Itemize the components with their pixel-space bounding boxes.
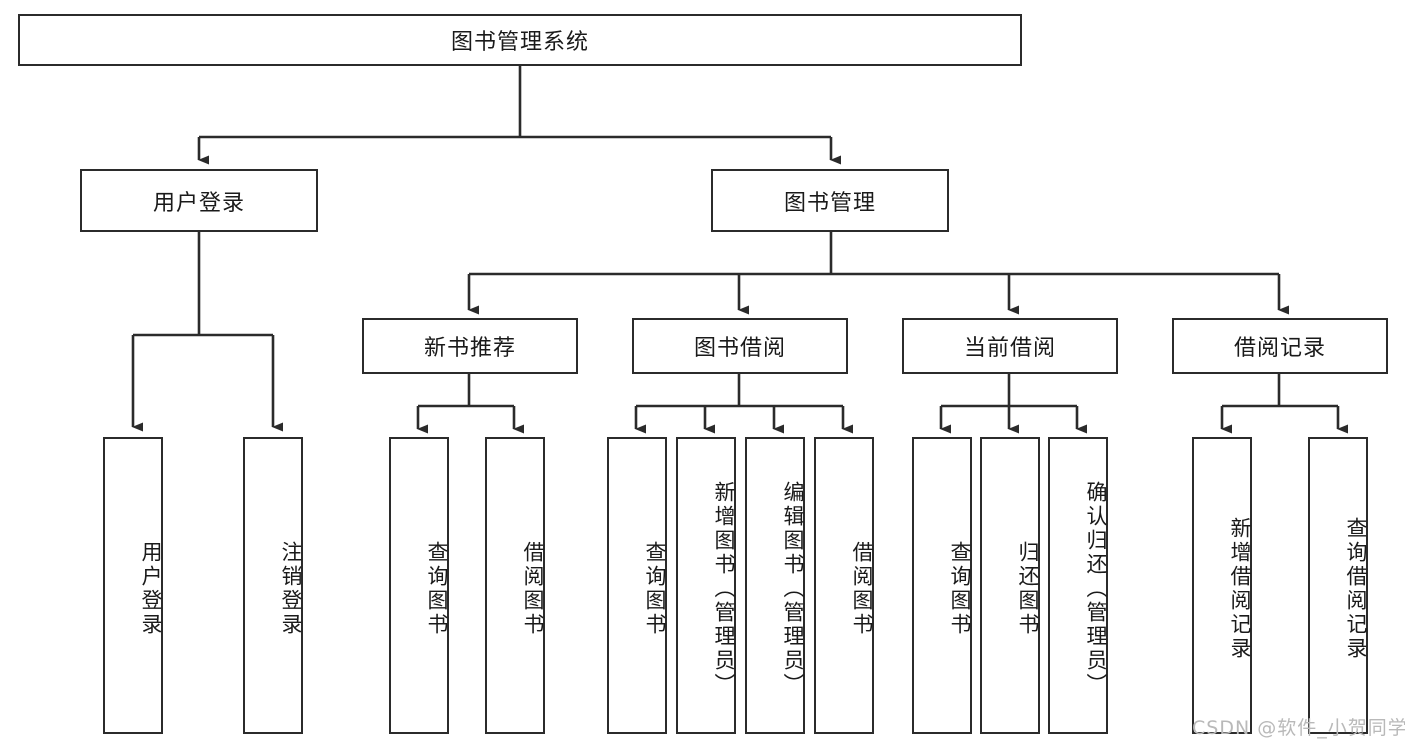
leaf-recommend-borrow-book[interactable]: 借阅图书: [485, 437, 545, 734]
leaf-record-add-record[interactable]: 新增借阅记录: [1192, 437, 1252, 734]
node-label: 查询图书: [425, 540, 449, 637]
leaf-user-login-logout[interactable]: 注销登录: [243, 437, 303, 734]
watermark: CSDN @软件_小贺同学: [1192, 717, 1405, 739]
leaf-current-query-book[interactable]: 查询图书: [912, 437, 972, 734]
node-label: 新增借阅记录: [1228, 516, 1252, 661]
node-root-system[interactable]: 图书管理系统: [18, 14, 1022, 66]
leaf-borrow-borrow-book[interactable]: 借阅图书: [814, 437, 874, 734]
node-label: 确认归还（管理员）: [1084, 480, 1108, 697]
node-label: 查询图书: [948, 540, 972, 637]
node-label: 图书管理系统: [450, 30, 589, 55]
leaf-user-login-login[interactable]: 用户登录: [103, 437, 163, 734]
leaf-borrow-add-book-admin[interactable]: 新增图书（管理员）: [676, 437, 736, 734]
node-label: 图书借阅: [693, 336, 786, 361]
leaf-record-query-record[interactable]: 查询借阅记录: [1308, 437, 1368, 734]
node-label: 注销登录: [279, 540, 303, 637]
node-book-borrow[interactable]: 图书借阅: [632, 318, 848, 374]
node-current-borrow[interactable]: 当前借阅: [902, 318, 1118, 374]
node-label: 当前借阅: [963, 336, 1056, 361]
leaf-current-confirm-return-admin[interactable]: 确认归还（管理员）: [1048, 437, 1108, 734]
node-label: 用户登录: [152, 190, 245, 216]
node-label: 编辑图书（管理员）: [781, 480, 805, 697]
leaf-recommend-query-book[interactable]: 查询图书: [389, 437, 449, 734]
node-label: 查询借阅记录: [1344, 516, 1368, 661]
node-label: 归还图书: [1016, 540, 1040, 637]
leaf-borrow-edit-book-admin[interactable]: 编辑图书（管理员）: [745, 437, 805, 734]
node-user-login[interactable]: 用户登录: [80, 169, 318, 232]
node-label: 图书管理: [783, 190, 876, 216]
node-new-book-recommend[interactable]: 新书推荐: [362, 318, 578, 374]
node-label: 用户登录: [139, 540, 163, 637]
leaf-borrow-query-book[interactable]: 查询图书: [607, 437, 667, 734]
node-label: 查询图书: [643, 540, 667, 637]
node-label: 借阅图书: [850, 540, 874, 637]
node-label: 新书推荐: [423, 336, 516, 361]
node-label: 借阅记录: [1233, 336, 1326, 361]
leaf-current-return-book[interactable]: 归还图书: [980, 437, 1040, 734]
node-book-management[interactable]: 图书管理: [711, 169, 949, 232]
node-label: 借阅图书: [521, 540, 545, 637]
node-label: 新增图书（管理员）: [712, 480, 736, 697]
node-borrow-record[interactable]: 借阅记录: [1172, 318, 1388, 374]
